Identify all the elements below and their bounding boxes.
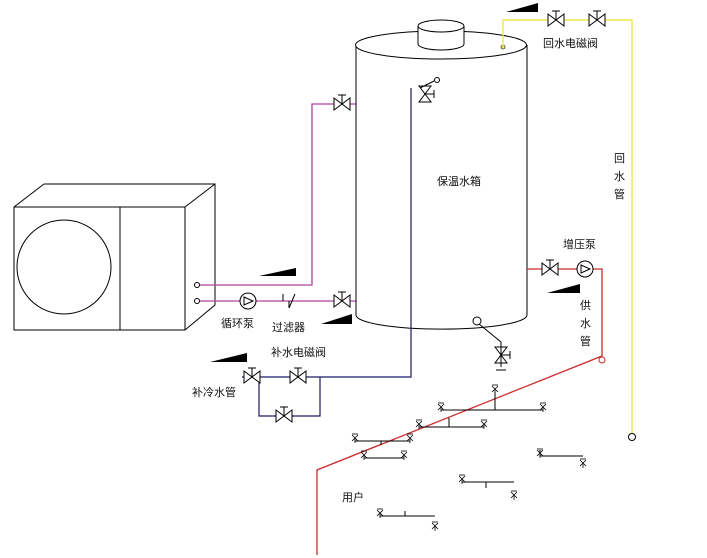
filter-label: 过滤器 — [272, 321, 305, 334]
flow-arrow-icon — [506, 3, 538, 12]
hot-outlet-valve-icon — [333, 291, 351, 308]
makeup-valve-icon — [243, 367, 261, 384]
svg-text:供: 供 — [580, 298, 591, 312]
supply-pipe-label: 供 水 管 — [580, 298, 591, 348]
return-valve-1-icon — [547, 10, 565, 27]
bypass-valve-icon — [275, 406, 293, 423]
return-valve-2-icon — [588, 10, 606, 27]
svg-text:管: 管 — [580, 334, 591, 348]
return-valve-label: 回水电磁阀 — [543, 36, 598, 50]
makeup-solenoid-valve-icon — [289, 367, 307, 384]
circulation-pump-label: 循环泵 — [221, 317, 254, 330]
user-branches — [355, 392, 583, 517]
makeup-valve-label: 补水电磁阀 — [271, 345, 326, 359]
heat-pump-unit — [13, 183, 216, 331]
users-label: 用户 — [342, 490, 364, 504]
return-pipe — [502, 19, 633, 433]
insulated-tank: 保温水箱 — [355, 19, 528, 330]
flow-arrows — [210, 3, 580, 362]
fan-icon — [16, 219, 112, 315]
booster-pump-label: 增压泵 — [563, 237, 596, 251]
flow-arrow-icon — [547, 284, 580, 293]
svg-text:水: 水 — [580, 317, 591, 330]
drain-assembly — [419, 77, 506, 371]
svg-text:水: 水 — [614, 170, 625, 183]
hot-water-pipes — [200, 103, 356, 302]
svg-text:回: 回 — [614, 152, 625, 165]
supply-junction — [598, 356, 606, 364]
flow-arrow-icon — [321, 314, 352, 324]
return-pipe-label: 回 水 管 — [614, 152, 625, 201]
drain-valve-icon — [494, 346, 511, 364]
circulation-pump-icon — [239, 292, 257, 310]
hot-inlet-valve-icon — [333, 94, 351, 111]
svg-text:管: 管 — [614, 187, 625, 201]
makeup-pipe-label: 补冷水管 — [192, 385, 236, 399]
flow-arrow-icon — [210, 353, 247, 362]
tank-label: 保温水箱 — [437, 174, 481, 188]
return-junction — [628, 433, 636, 441]
booster-pump-icon — [576, 260, 594, 278]
flow-arrow-icon — [259, 268, 296, 276]
filter-icon — [282, 293, 296, 309]
supply-valve-icon — [541, 259, 559, 276]
